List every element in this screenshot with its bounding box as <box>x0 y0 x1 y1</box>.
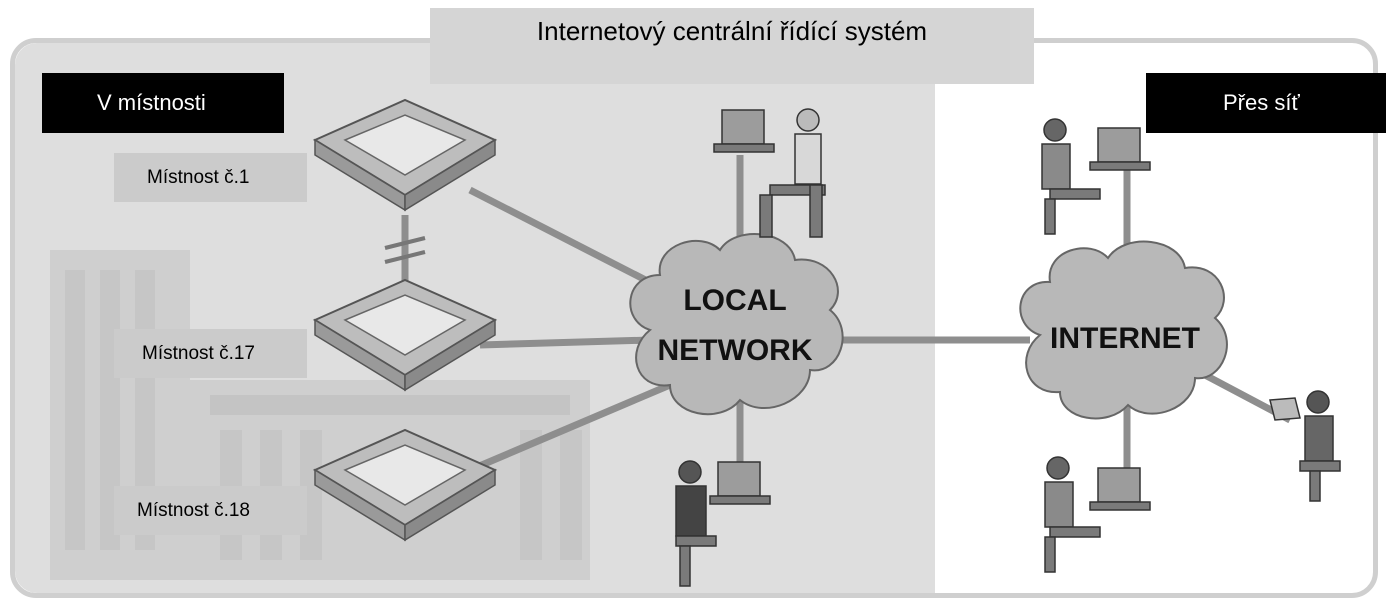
label-over-network-text: Přes síť <box>1223 90 1300 115</box>
room-tag-1-text: Místnost č.1 <box>147 166 250 188</box>
room-tag-18-text: Místnost č.18 <box>137 499 250 521</box>
person-computer-icon-top-local <box>713 108 826 238</box>
internet-cloud: INTERNET <box>1019 240 1228 420</box>
person-laptop-icon <box>1269 390 1341 502</box>
label-in-room-text: V místnosti <box>97 90 206 115</box>
ac-unit-room-18 <box>312 428 498 542</box>
local-network-line2: NETWORK <box>658 334 813 367</box>
break-symbol <box>384 236 426 264</box>
room-tag-1: Místnost č.1 <box>114 153 307 202</box>
title-box: Internetový centrální řídící systém <box>430 8 1034 84</box>
ac-unit-room-1 <box>312 98 498 212</box>
ac-unit-room-17 <box>312 278 498 392</box>
room-tag-17: Místnost č.17 <box>114 329 307 378</box>
room-tag-17-text: Místnost č.17 <box>142 342 255 364</box>
label-over-network: Přes síť <box>1146 73 1386 133</box>
local-network-cloud: LOCAL NETWORK <box>629 233 844 416</box>
person-computer-icon-bottom-local <box>675 460 771 587</box>
person-computer-icon-bottom-remote <box>1044 456 1151 573</box>
label-in-room: V místnosti <box>42 73 284 133</box>
person-computer-icon-top-remote <box>1041 118 1151 235</box>
diagram-title: Internetový centrální řídící systém <box>536 15 928 46</box>
internet-label: INTERNET <box>1050 322 1200 355</box>
local-network-line1: LOCAL <box>683 284 786 317</box>
room-tag-18: Místnost č.18 <box>114 486 307 535</box>
